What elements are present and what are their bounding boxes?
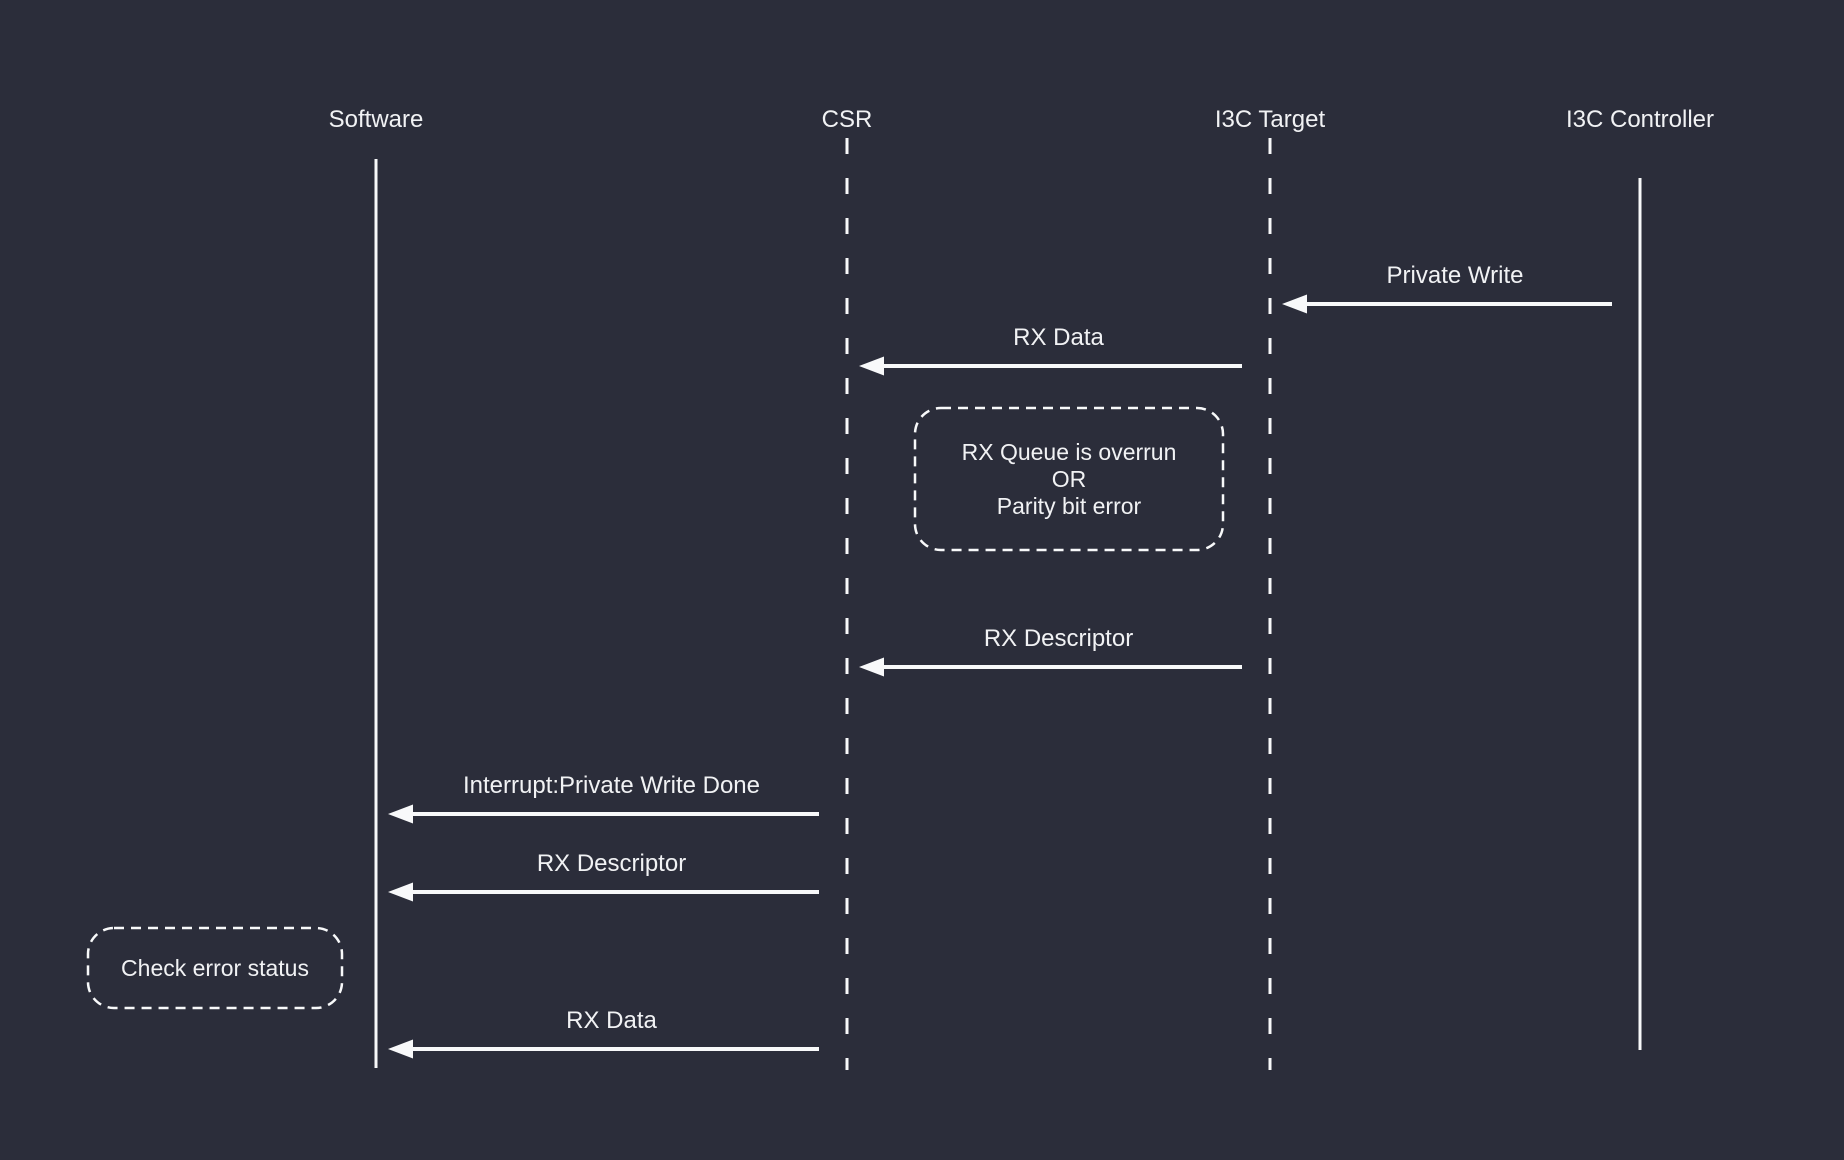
- message-label: Interrupt:Private Write Done: [463, 772, 760, 799]
- actor-label-software: Software: [329, 106, 424, 133]
- actor-label-i3c-target: I3C Target: [1215, 106, 1326, 133]
- message-arrowhead: [1282, 294, 1307, 314]
- message-arrowhead: [388, 804, 413, 824]
- message-arrowhead: [859, 657, 884, 677]
- note-rx-queue-overrun-box: [913, 406, 1225, 552]
- message-label: Private Write: [1387, 262, 1524, 289]
- note-rx-queue-overrun-line-1: OR: [1052, 466, 1087, 492]
- note-check-error-status-line-0: Check error status: [121, 955, 309, 981]
- message-arrowhead: [388, 882, 413, 902]
- message-label: RX Data: [566, 1007, 657, 1034]
- note-rx-queue-overrun-line-0: RX Queue is overrun: [962, 439, 1177, 465]
- actor-label-i3c-controller: I3C Controller: [1566, 106, 1714, 133]
- actor-label-csr: CSR: [822, 106, 873, 133]
- message-arrowhead: [388, 1039, 413, 1059]
- note-rx-queue-overrun-line-2: Parity bit error: [997, 493, 1142, 519]
- message-arrowhead: [859, 356, 884, 376]
- message-label: RX Descriptor: [984, 625, 1133, 652]
- message-label: RX Data: [1013, 324, 1104, 351]
- note-check-error-status-label: Check error status: [121, 955, 309, 981]
- message-label: RX Descriptor: [537, 850, 686, 877]
- note-check-error-status-box: [86, 926, 344, 1010]
